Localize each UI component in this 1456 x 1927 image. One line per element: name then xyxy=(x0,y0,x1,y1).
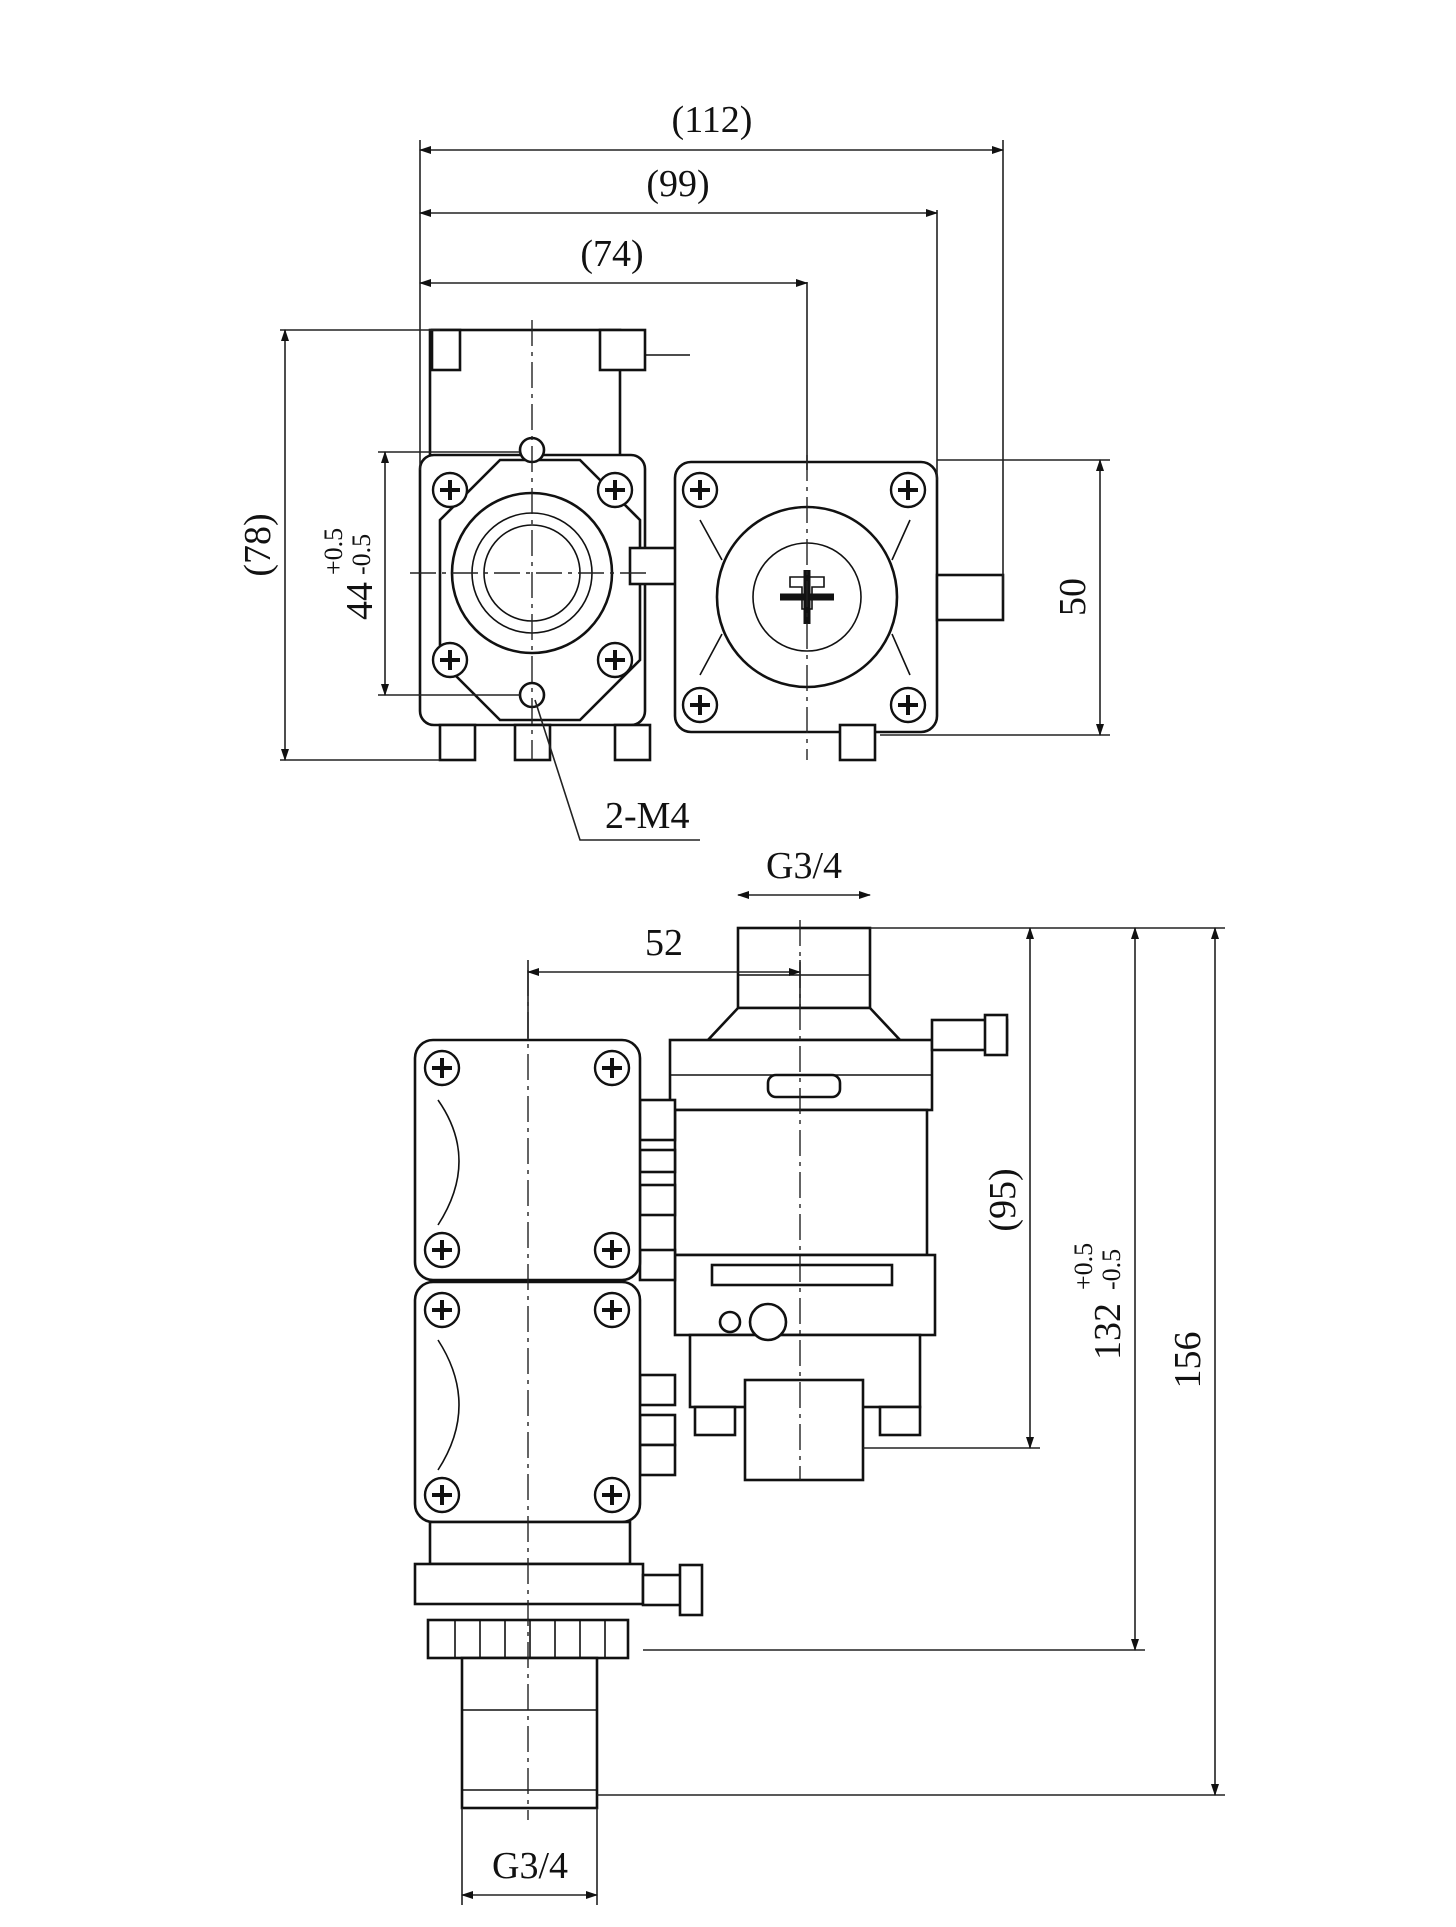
dim-tol-132-upper: +0.5 xyxy=(1069,1243,1098,1290)
dim-tol-44-lower: -0.5 xyxy=(347,534,376,575)
screw-icon xyxy=(593,1231,631,1269)
port-label-top: G3/4 xyxy=(766,845,842,887)
screw-icon xyxy=(431,471,469,509)
screw-icon xyxy=(431,641,469,679)
bottom-port-fitting xyxy=(460,1656,599,1810)
top-port-fitting xyxy=(736,926,872,1010)
leader-2-m4 xyxy=(534,699,700,841)
dim-label-112: (112) xyxy=(672,99,753,141)
dim-tol-44-upper: +0.5 xyxy=(319,528,348,575)
base-flange xyxy=(413,1562,645,1606)
screw-icon xyxy=(593,1291,631,1329)
screw-icon xyxy=(889,471,927,509)
lower-stem xyxy=(743,1378,865,1482)
screw-icon xyxy=(681,686,719,724)
screw-icon xyxy=(681,471,719,509)
port-label-bottom: G3/4 xyxy=(492,1845,568,1887)
side-view: G3/4 52 (95) 132 +0.5 -0.5 156 G3/4 xyxy=(413,845,1225,1905)
dim-tol-132-lower: -0.5 xyxy=(1097,1249,1126,1290)
dim-label-99: (99) xyxy=(646,163,709,205)
screw-icon xyxy=(889,686,927,724)
dim-label-74: (74) xyxy=(580,233,643,275)
screw-icon xyxy=(593,1476,631,1514)
dim-label-156: 156 xyxy=(1167,1332,1209,1389)
dim-label-52: 52 xyxy=(645,922,683,964)
dim-label-44: 44 xyxy=(339,582,381,620)
screw-icon xyxy=(423,1291,461,1329)
top-view: (112) (99) (74) (78) 44 +0.5 -0.5 50 2-M… xyxy=(237,99,1110,841)
callout-2-m4: 2-M4 xyxy=(605,795,689,837)
screw-icon xyxy=(423,1231,461,1269)
screw-icon xyxy=(593,1049,631,1087)
dim-label-78: (78) xyxy=(237,513,279,576)
center-cylinder xyxy=(673,1108,929,1257)
screw-icon xyxy=(596,641,634,679)
dim-label-132: 132 xyxy=(1087,1303,1129,1360)
screw-icon xyxy=(423,1476,461,1514)
screw-icon xyxy=(423,1049,461,1087)
dim-label-50: 50 xyxy=(1052,578,1094,616)
dim-label-95: (95) xyxy=(982,1168,1024,1231)
screw-icon xyxy=(596,471,634,509)
